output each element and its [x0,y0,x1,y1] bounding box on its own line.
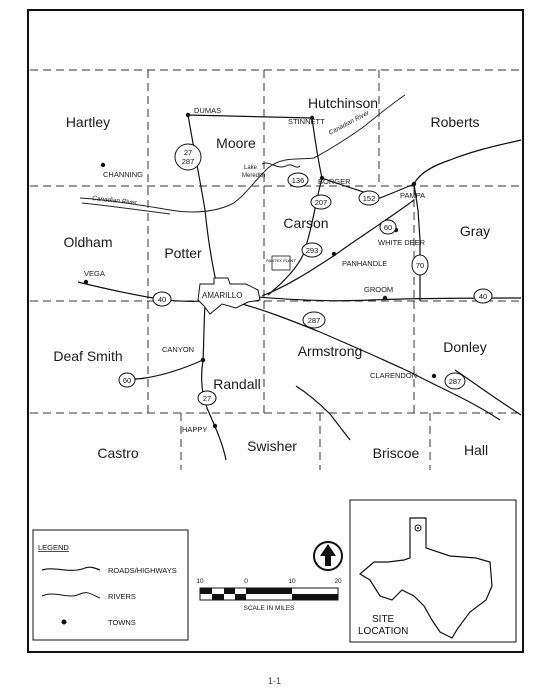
county-hutchinson: Hutchinson [308,95,378,111]
inset-label-1: SITE [372,614,395,625]
legend-river-sample [41,592,101,599]
town-pampa: PAMPA [400,191,425,200]
shield-sh-207: 207 [310,194,332,210]
town-dumas: DUMAS [194,106,221,115]
legend-rivers-label: RIVERS [108,592,136,601]
amarillo-urban-area [197,277,261,315]
county-deaf-smith: Deaf Smith [53,348,122,364]
page-number: 1-1 [268,676,282,686]
legend-roads-label: ROADS/HIGHWAYS [108,566,177,575]
shield-sh-70: 70 [411,254,429,276]
svg-text:N: N [326,562,330,568]
county-donley: Donley [443,339,487,355]
inset-label-2: LOCATION [358,626,408,637]
inset-site-dot [417,527,419,529]
town-amarillo: AMARILLO [202,291,242,300]
county-hartley: Hartley [66,114,110,130]
svg-text:70: 70 [416,261,424,270]
shield-us-287-dumas: 27 287 [174,143,202,171]
svg-text:293: 293 [306,246,319,255]
svg-text:207: 207 [315,198,328,207]
site-label: PANTEX PLANT [266,258,296,263]
county-carson: Carson [283,215,328,231]
town-stinnett: STINNETT [288,117,325,126]
town-vega: VEGA [84,269,105,278]
svg-text:40: 40 [479,292,487,301]
town-white-deer: WHITE DEER [378,238,426,247]
legend: LEGEND ROADS/HIGHWAYS RIVERS TOWNS [32,529,189,641]
county-oldham: Oldham [63,234,112,250]
site-location-inset: SITE LOCATION [349,499,517,643]
north-arrow-icon: N [313,541,343,571]
county-potter: Potter [164,245,202,261]
shield-sh-136: 136 [287,172,309,188]
legend-road-sample [41,566,101,571]
svg-text:20: 20 [334,578,342,585]
svg-text:287: 287 [308,316,321,325]
legend-town-dot [61,619,67,625]
town-groom: GROOM [364,285,393,294]
county-roberts: Roberts [430,114,479,130]
county-boundaries [30,69,521,470]
svg-text:136: 136 [292,176,305,185]
svg-text:27: 27 [203,394,211,403]
shield-sh-152: 152 [358,190,380,206]
river-label-north: Canadian River [328,109,372,137]
rivers [79,94,406,215]
svg-text:10: 10 [288,578,296,585]
map-frame [27,9,524,653]
shield-us-287-south: 287 [302,311,326,329]
county-swisher: Swisher [247,438,297,454]
inset-site-marker [414,524,422,532]
lake-label-1: Lake [244,165,258,171]
county-hall: Hall [464,442,488,458]
scale-bar: 10 0 10 20 SCALE IN MILES [196,578,342,612]
shield-us-287-clarendon: 287 [444,372,466,390]
legend-towns-label: TOWNS [108,618,136,627]
shield-sh-60-north: 60 [379,219,397,235]
svg-text:40: 40 [158,295,166,304]
river-label-west: Canadian River [92,195,138,207]
shield-i-40-east: 40 [473,288,493,304]
county-briscoe: Briscoe [373,445,420,461]
shield-i-27: 27 [197,390,217,406]
town-channing: CHANNING [103,170,143,179]
town-borger: BORGER [318,177,351,186]
svg-text:287: 287 [182,157,195,166]
shield-sh-293: 293 [301,242,323,258]
svg-text:287: 287 [449,377,462,386]
lake-label-2: Meredith [242,173,265,179]
town-clarendon: CLARENDON [370,371,417,380]
texas-outline [358,517,493,639]
legend-title: LEGEND [38,543,69,552]
svg-text:152: 152 [363,194,376,203]
county-moore: Moore [216,135,256,151]
shield-i-40-west: 40 [152,291,172,307]
svg-text:10: 10 [196,578,204,585]
county-armstrong: Armstrong [298,343,363,359]
scale-label: SCALE IN MILES [244,605,296,612]
svg-text:60: 60 [123,376,131,385]
town-panhandle: PANHANDLE [342,259,387,268]
site-marker [271,255,291,271]
county-castro: Castro [97,445,138,461]
svg-text:60: 60 [384,223,392,232]
county-gray: Gray [460,223,490,239]
county-randall: Randall [213,376,260,392]
svg-text:27: 27 [184,148,192,157]
shield-us-60-west: 60 [118,372,136,388]
svg-text:0: 0 [244,578,248,585]
town-happy: HAPPY [182,425,207,434]
town-canyon: CANYON [162,345,194,354]
